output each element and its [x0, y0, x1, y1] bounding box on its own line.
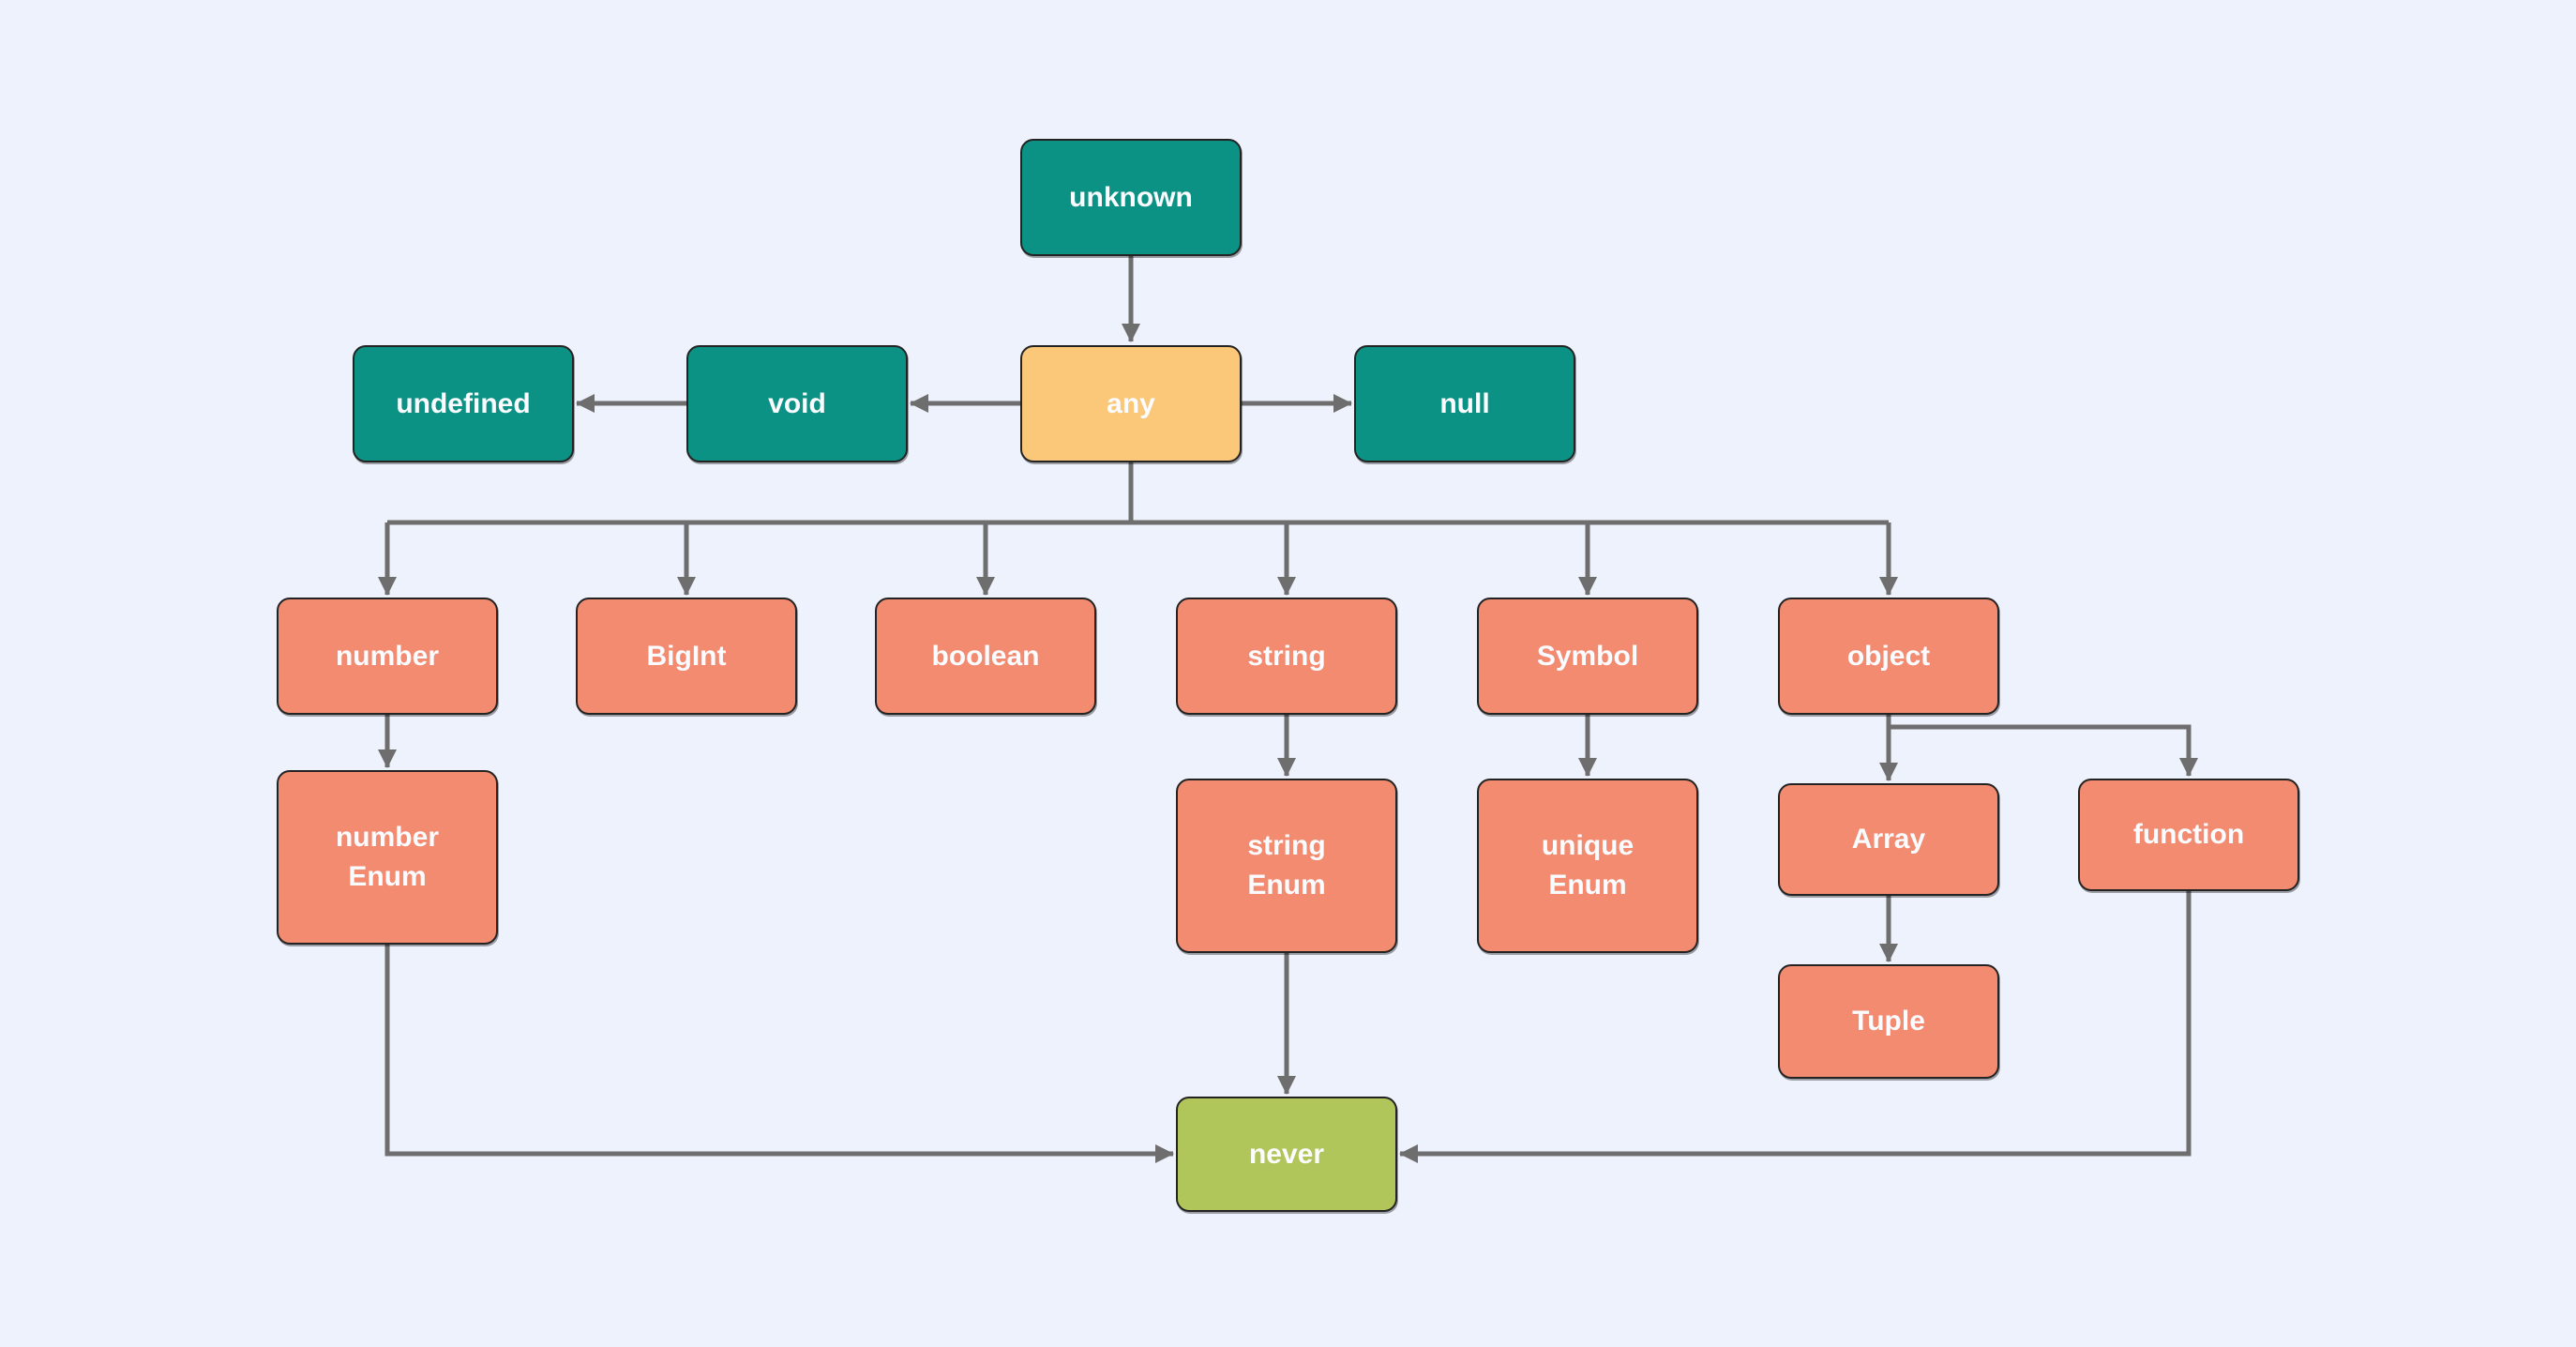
node-null[interactable]: null: [1354, 345, 1575, 462]
node-function-label: function: [2132, 819, 2245, 850]
edge-numberenum-never: [384, 945, 1174, 1163]
node-string-enum[interactable]: string Enum: [1176, 779, 1397, 953]
edge-function-never: [1399, 891, 2192, 1163]
node-number-label: number: [335, 640, 439, 672]
node-unknown-label: unknown: [1069, 181, 1193, 213]
node-number-enum-label: number Enum: [335, 822, 439, 892]
node-string-enum-label: string Enum: [1247, 830, 1326, 901]
node-unique-enum-label: unique Enum: [1541, 830, 1634, 901]
node-void-label: void: [768, 387, 826, 419]
node-number-enum[interactable]: number Enum: [277, 770, 498, 945]
node-boolean-label: boolean: [931, 640, 1040, 672]
node-any[interactable]: any: [1020, 345, 1242, 462]
node-unique-enum[interactable]: unique Enum: [1477, 779, 1698, 953]
node-unknown[interactable]: unknown: [1020, 139, 1242, 256]
node-undefined-label: undefined: [396, 387, 531, 419]
node-array-label: Array: [1851, 824, 1926, 855]
node-number[interactable]: number: [277, 598, 498, 715]
node-string-label: string: [1247, 640, 1326, 672]
node-symbol-label: Symbol: [1536, 640, 1639, 672]
node-tuple[interactable]: Tuple: [1778, 964, 1999, 1079]
node-never[interactable]: never: [1176, 1097, 1397, 1212]
node-void[interactable]: void: [686, 345, 908, 462]
node-undefined[interactable]: undefined: [353, 345, 574, 462]
node-symbol[interactable]: Symbol: [1477, 598, 1698, 715]
node-tuple-label: Tuple: [1852, 1006, 1925, 1037]
node-null-label: null: [1439, 387, 1490, 419]
node-boolean[interactable]: boolean: [875, 598, 1096, 715]
node-function[interactable]: function: [2078, 779, 2299, 891]
node-object[interactable]: object: [1778, 598, 1999, 715]
node-array[interactable]: Array: [1778, 783, 1999, 896]
edge-object-function: [1889, 724, 2198, 777]
node-any-label: any: [1107, 387, 1155, 419]
node-object-label: object: [1846, 640, 1931, 672]
node-bigint-label: BigInt: [646, 640, 727, 672]
node-never-label: never: [1248, 1138, 1325, 1170]
node-string[interactable]: string: [1176, 598, 1397, 715]
node-bigint[interactable]: BigInt: [576, 598, 797, 715]
